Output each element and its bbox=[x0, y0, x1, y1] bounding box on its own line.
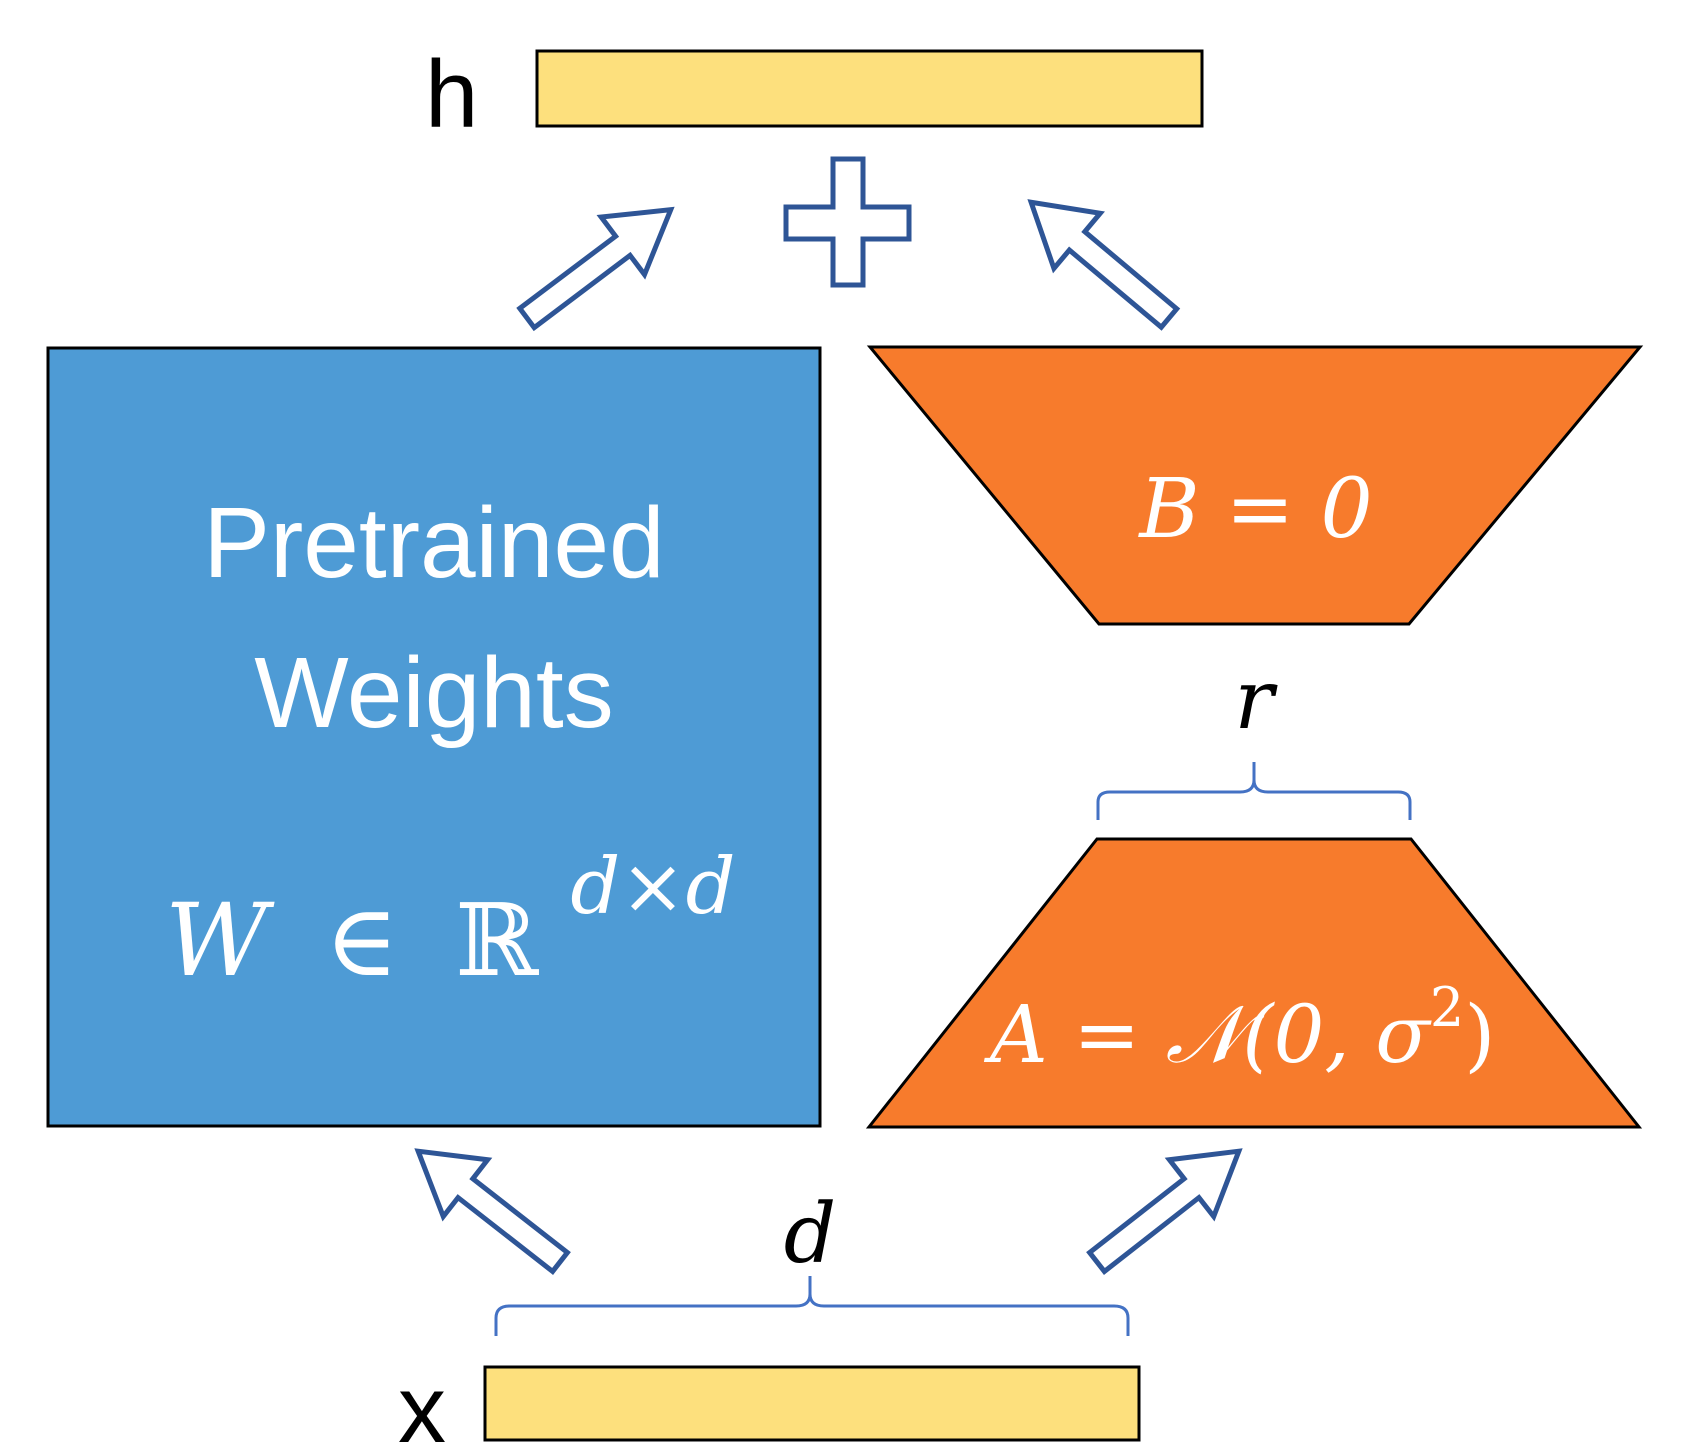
weights-title-line1: Pretrained bbox=[203, 487, 664, 599]
matrix-a-label: A = 𝒩(0, σ2) bbox=[983, 976, 1495, 1081]
plus-icon bbox=[783, 156, 912, 288]
weights-formula: W ∈ ℝ d×d bbox=[165, 842, 736, 999]
input-vector-x bbox=[483, 1365, 1141, 1442]
matrix-a-trapezoid bbox=[865, 837, 1643, 1129]
arrow-input-to-lora bbox=[1086, 1148, 1243, 1275]
dimension-label: d bbox=[784, 1187, 837, 1282]
matrix-b-label: B = 0 bbox=[1137, 462, 1372, 557]
dimension-brace bbox=[494, 1276, 1130, 1336]
arrow-lora-to-output bbox=[1027, 199, 1181, 331]
arrow-input-to-weights bbox=[414, 1148, 571, 1275]
input-label: x bbox=[398, 1356, 446, 1446]
pretrained-weights-box bbox=[46, 346, 822, 1128]
output-vector-h bbox=[535, 49, 1204, 128]
matrix-b-trapezoid bbox=[866, 345, 1644, 626]
rank-brace bbox=[1096, 762, 1412, 820]
output-label: h bbox=[425, 41, 478, 148]
rank-label: r bbox=[1234, 653, 1278, 748]
arrow-weights-to-output bbox=[516, 206, 675, 332]
weights-title-line2: Weights bbox=[254, 637, 613, 749]
